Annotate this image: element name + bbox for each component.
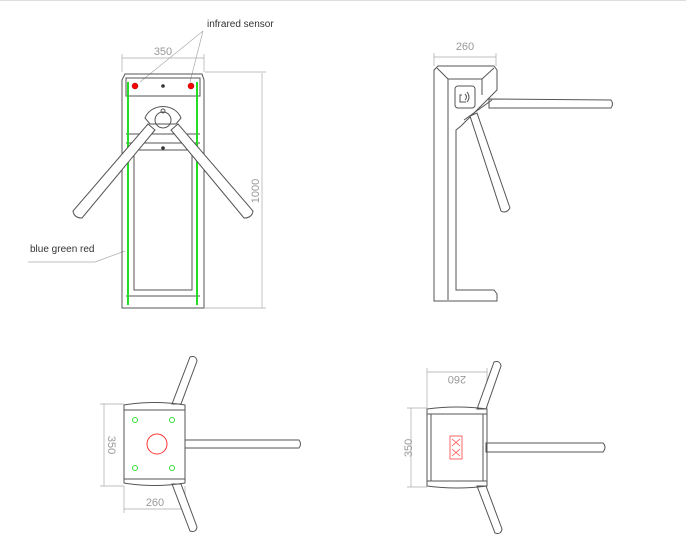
- depth-dimension-line: [433, 53, 497, 66]
- tl-arm-up: [171, 356, 198, 405]
- front-panel: [133, 149, 193, 291]
- width-dimension: 350: [154, 46, 172, 58]
- tl-width-dimension-line: [100, 403, 124, 487]
- top-view-left: 350 260: [100, 356, 301, 532]
- infrared-sensor-right: [187, 82, 195, 90]
- tr-arm-right: [485, 442, 606, 453]
- card-reader: [454, 85, 476, 109]
- tl-depth-dimension: 260: [146, 497, 164, 509]
- tr-arm-up: [476, 361, 502, 410]
- led-colors-label: blue green red: [30, 244, 95, 255]
- front-view: infrared sensor blue green red 350 1000: [28, 19, 274, 309]
- red-x-marker: [449, 435, 463, 460]
- tl-arm-right: [184, 439, 301, 449]
- height-dimension-line: [205, 71, 266, 309]
- arm-horizontal: [488, 98, 613, 109]
- arm-left: [72, 123, 156, 219]
- tr-width-dimension: 350: [403, 439, 415, 457]
- arm-right: [170, 123, 254, 219]
- red-mark-circle: [146, 433, 168, 455]
- height-dimension: 1000: [250, 179, 262, 203]
- top-view-right: 260 350: [403, 361, 606, 534]
- tr-arm-down: [476, 485, 503, 534]
- infrared-sensor-label: infrared sensor: [207, 19, 274, 30]
- width-dimension-line: [121, 54, 205, 72]
- tr-depth-dimension: 260: [448, 373, 466, 385]
- led-leader-line: [28, 250, 126, 263]
- tl-width-dimension: 350: [105, 436, 117, 454]
- tl-arm-down: [171, 483, 198, 532]
- side-view: 260: [433, 41, 613, 302]
- rfid-icon: [459, 91, 470, 103]
- infrared-sensor-left: [131, 82, 139, 90]
- tr-width-dimension-line: [407, 407, 427, 488]
- arm-diagonal: [469, 112, 511, 213]
- depth-dimension: 260: [456, 41, 474, 53]
- hub: [144, 105, 182, 125]
